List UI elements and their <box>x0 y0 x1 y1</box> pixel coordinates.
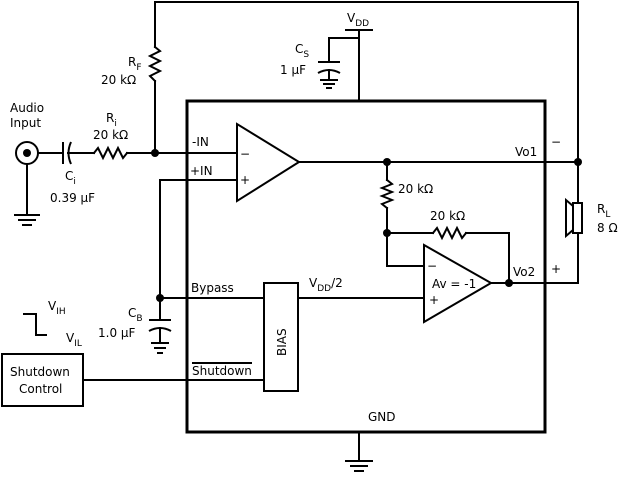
mid-resistor-wire-bottom <box>386 207 425 267</box>
op-amp-2-triangle <box>423 243 494 324</box>
cs-label: CS <box>295 42 309 60</box>
junction-dot-vo2 <box>505 279 513 287</box>
speaker-icon <box>565 197 583 239</box>
r-fb-value: 20 kΩ <box>430 209 465 223</box>
resistor-mid <box>379 178 395 210</box>
pin-neg-in-label: -IN <box>192 135 209 149</box>
rl-value: 8 Ω <box>597 221 618 235</box>
shutdown-control-box <box>1 353 84 407</box>
ground-icon <box>345 431 373 472</box>
audio-input-jack-icon <box>14 141 40 226</box>
cb-label: CB <box>128 306 143 324</box>
capacitor-cb <box>148 297 172 354</box>
pin-pos-in-label: +IN <box>190 164 213 178</box>
audio-input-label-line1: Audio <box>10 101 44 115</box>
op-amp-1-plus: + <box>240 173 250 187</box>
vih-label: VIH <box>48 299 66 317</box>
logic-level-waveform-icon <box>23 313 47 336</box>
vdd-supply <box>328 29 373 102</box>
capacitor-ci <box>62 141 95 165</box>
pin-gnd-label: GND <box>368 410 396 424</box>
vo2-output-wire <box>490 232 579 284</box>
bias-block <box>263 282 299 392</box>
pin-bypass-label: Bypass <box>191 281 234 295</box>
speaker-plus: + <box>551 262 561 276</box>
resistor-rf <box>147 45 163 83</box>
ri-value: 20 kΩ <box>93 128 128 142</box>
pos-input-wire <box>159 179 238 299</box>
op-amp-1-minus: − <box>240 147 250 161</box>
resistor-feedback <box>431 225 468 241</box>
op-amp-2-minus: − <box>427 259 437 273</box>
pin-vo1-label: Vo1 <box>515 145 537 159</box>
feedback-loop-wire <box>154 1 579 161</box>
op-amp-2-plus: + <box>429 293 439 307</box>
resistor-ri <box>92 145 129 161</box>
pin-vo2-label: Vo2 <box>513 265 535 279</box>
r-mid-value: 20 kΩ <box>398 182 433 196</box>
feedback-wire-right <box>465 232 510 284</box>
rf-label: RF <box>128 55 142 73</box>
pin-shutdown-label: Shutdown <box>192 364 252 378</box>
speaker-minus: − <box>551 135 561 149</box>
ci-label: Ci <box>65 169 76 187</box>
rf-value: 20 kΩ <box>101 73 136 87</box>
vdd-half-label: VDD/2 <box>309 276 343 294</box>
vdd-label: VDD <box>347 11 369 29</box>
shutdown-control-line2: Control <box>19 382 62 396</box>
ci-value: 0.39 μF <box>50 191 95 205</box>
ic-package-outline <box>185 99 547 434</box>
capacitor-cs <box>317 61 341 89</box>
audio-input-label-line2: Input <box>10 116 41 130</box>
cb-value: 1.0 μF <box>98 326 136 340</box>
op-amp-1-triangle <box>236 122 301 203</box>
op-amp-2-gain: Av = -1 <box>432 277 476 291</box>
junction-dot-neg-in <box>151 149 159 157</box>
shutdown-control-line1: Shutdown <box>10 365 70 379</box>
ri-label: Ri <box>106 111 117 129</box>
rl-label: RL <box>597 202 610 220</box>
cs-value: 1 μF <box>280 63 306 77</box>
vil-label: VIL <box>66 331 82 349</box>
bias-label: BIAS <box>275 328 289 356</box>
